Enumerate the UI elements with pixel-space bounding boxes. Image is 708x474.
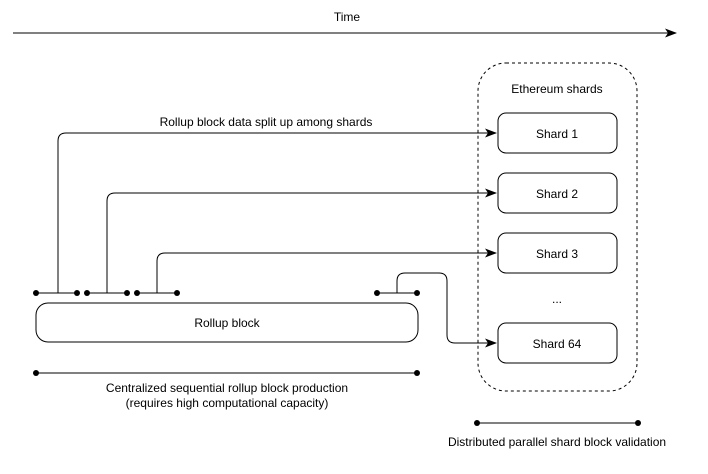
segment-endpoint-dot [414,290,420,296]
shard-node-label: Shard 3 [536,247,578,261]
shard-container-label: Ethereum shards [511,82,602,96]
production-caption-line2: (requires high computational capacity) [126,396,329,410]
time-axis-label: Time [334,10,361,24]
data-segment-4 [374,290,420,296]
production-caption-line1: Centralized sequential rollup block prod… [106,381,348,395]
shard-container: Ethereum shards [477,62,638,392]
connector-to-shard-3 [156,248,497,293]
validation-caption: Distributed parallel shard block validat… [448,435,666,449]
segment-endpoint-dot [124,290,130,296]
span-endpoint-dot [474,420,480,426]
shard-node-2: Shard 2 [497,172,618,214]
validation-span-line [474,420,641,426]
span-endpoint-dot [33,370,39,376]
span-endpoint-dot [414,370,420,376]
connector-to-shard-2 [106,188,497,293]
segment-endpoint-dot [84,290,90,296]
shard-node-3: Shard 3 [497,232,618,274]
annotation-split-label: Rollup block data split up among shards [160,115,373,129]
shard-node-label: Shard 2 [536,187,578,201]
segment-endpoint-dot [134,290,140,296]
rollup-block-label: Rollup block [194,316,260,330]
segment-endpoint-dot [33,290,39,296]
shard-node-1: Shard 1 [497,112,618,154]
connector-to-shard-1 [57,128,497,293]
shard-node-label: Shard 1 [536,127,578,141]
production-span-line [33,370,420,376]
data-segment-2 [84,290,130,296]
data-segment-3 [134,290,180,296]
shards-ellipsis-label: ... [552,292,562,306]
shard-node-64: Shard 64 [497,322,618,364]
segment-endpoint-dot [374,290,380,296]
segment-endpoint-dot [174,290,180,296]
span-endpoint-dot [635,420,641,426]
shard-node-label: Shard 64 [533,337,582,351]
rollup-block-node: Rollup block [35,302,419,343]
data-segment-1 [33,290,80,296]
segment-endpoint-dot [74,290,80,296]
connector-to-shard-64 [396,272,497,348]
